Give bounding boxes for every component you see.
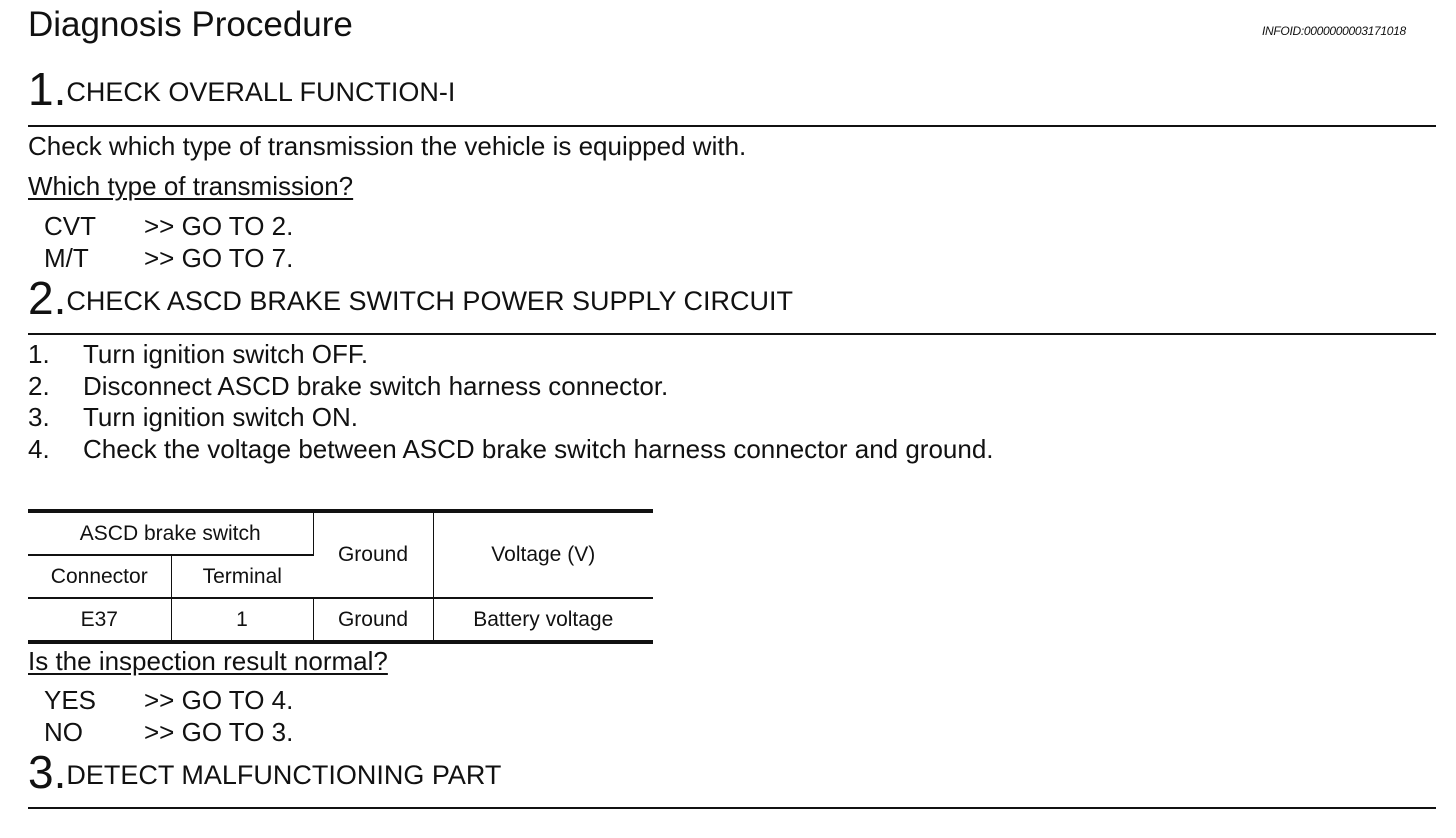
step-1-text: Check which type of transmission the veh…: [28, 131, 747, 161]
instruction-item: 3. Turn ignition switch ON.: [28, 401, 358, 433]
instruction-text: Disconnect ASCD brake switch harness con…: [83, 371, 669, 401]
answer-key: M/T: [44, 243, 89, 273]
instruction-item: 2. Disconnect ASCD brake switch harness c…: [28, 370, 668, 402]
instruction-number: 2.: [28, 371, 50, 401]
table-cell-ground: Ground: [313, 598, 434, 642]
step-3-divider: [28, 807, 1436, 809]
instruction-text: Turn ignition switch OFF.: [83, 339, 369, 369]
step-1-number: 1.: [28, 63, 67, 115]
answer-key: NO: [44, 717, 83, 747]
step-1-title: CHECK OVERALL FUNCTION-I: [66, 77, 456, 107]
answer-key: CVT: [44, 211, 96, 241]
page-title: Diagnosis Procedure: [28, 5, 353, 44]
step-2-heading: 2.CHECK ASCD BRAKE SWITCH POWER SUPPLY C…: [28, 275, 793, 321]
step-2-answer-yes[interactable]: YES >> GO TO 4.: [44, 684, 293, 716]
voltage-spec-table: ASCD brake switch Ground Voltage (V) Con…: [28, 509, 653, 644]
step-2-number: 2.: [28, 272, 67, 324]
answer-action: >> GO TO 2.: [144, 211, 294, 241]
step-1-answer-cvt[interactable]: CVT >> GO TO 2.: [44, 210, 293, 242]
info-id: INFOID:0000000003171018: [1262, 24, 1406, 38]
step-2-divider: [28, 333, 1436, 335]
table-cell-terminal: 1: [171, 598, 314, 642]
table-header-terminal: Terminal: [171, 555, 313, 599]
answer-action: >> GO TO 7.: [144, 243, 294, 273]
step-3-number: 3.: [28, 746, 67, 798]
instruction-number: 1.: [28, 339, 50, 369]
step-3-title: DETECT MALFUNCTIONING PART: [66, 760, 502, 790]
table-cell-voltage: Battery voltage: [473, 607, 614, 631]
step-2-answer-no[interactable]: NO >> GO TO 3.: [44, 716, 293, 748]
table-group-header: ASCD brake switch: [28, 511, 314, 556]
instruction-item: 1. Turn ignition switch OFF.: [28, 338, 368, 370]
step-1-divider: [28, 125, 1436, 127]
instruction-item: 4. Check the voltage between ASCD brake s…: [28, 433, 994, 465]
instruction-number: 4.: [28, 434, 50, 464]
step-2-title: CHECK ASCD BRAKE SWITCH POWER SUPPLY CIR…: [66, 286, 793, 316]
step-1-answer-mt[interactable]: M/T >> GO TO 7.: [44, 242, 293, 274]
step-1-heading: 1.CHECK OVERALL FUNCTION-I: [28, 66, 455, 112]
step-2-question: Is the inspection result normal?: [28, 646, 388, 676]
answer-action: >> GO TO 3.: [144, 717, 294, 747]
instruction-number: 3.: [28, 402, 50, 432]
table-header-ground: Ground: [313, 511, 434, 599]
step-3-heading: 3.DETECT MALFUNCTIONING PART: [28, 749, 501, 795]
table-cell-connector: E37: [28, 598, 172, 642]
step-1-question: Which type of transmission?: [28, 171, 354, 201]
table-header-connector: Connector: [28, 555, 172, 599]
table-header-voltage: Voltage (V): [433, 511, 653, 599]
answer-key: YES: [44, 685, 97, 715]
table-row: E37 1 Ground Battery voltage: [28, 598, 653, 642]
instruction-text: Turn ignition switch ON.: [83, 402, 359, 432]
instruction-text: Check the voltage between ASCD brake swi…: [83, 434, 994, 464]
answer-action: >> GO TO 4.: [144, 685, 294, 715]
